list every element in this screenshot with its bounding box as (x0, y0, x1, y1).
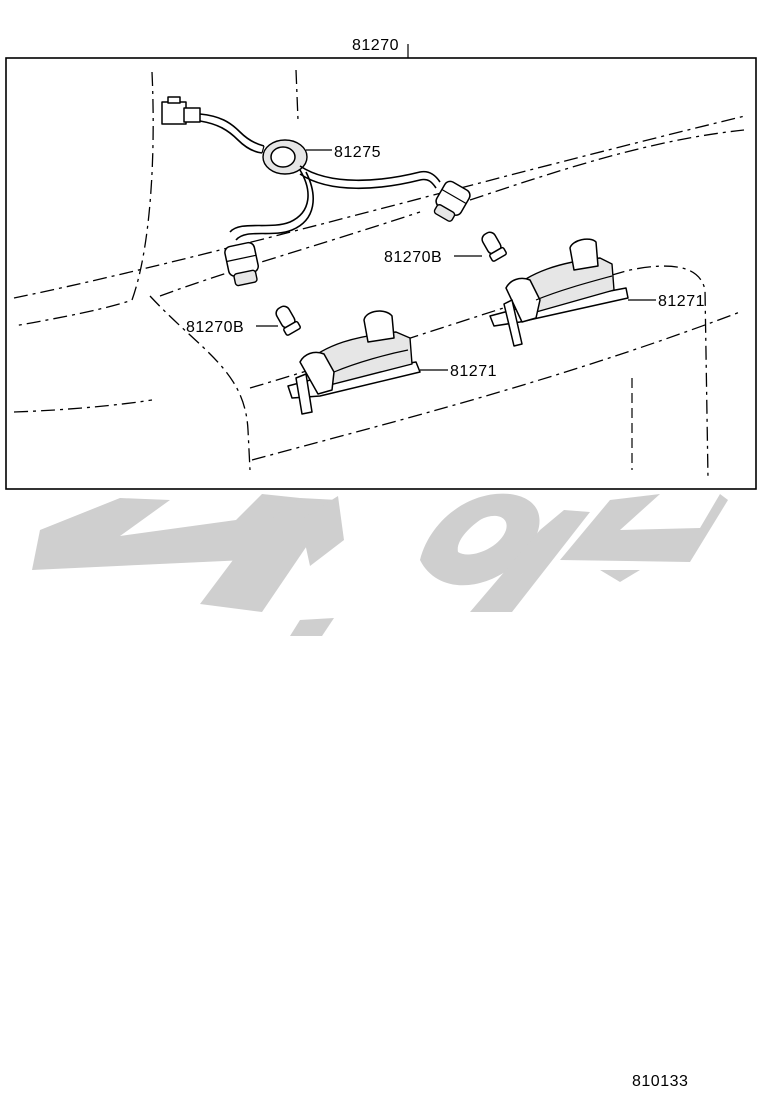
watermark-logo (32, 493, 728, 636)
label-lamp-left: 81271 (450, 363, 497, 380)
label-assembly: 81270 (352, 37, 399, 54)
label-bulb-lower: 81270B (186, 319, 244, 336)
bulb-upper (481, 231, 507, 262)
figure-code: 810133 (632, 1073, 688, 1090)
label-lamp-right: 81271 (658, 293, 705, 310)
harness-connector (161, 101, 187, 125)
label-bulb-upper: 81270B (384, 249, 442, 266)
wiring-harness (161, 96, 471, 287)
vehicle-body-outline (13, 69, 746, 479)
diagram-frame (5, 57, 757, 490)
lamp-left (287, 310, 421, 415)
lamp-right (489, 238, 629, 347)
bulb-lower (275, 305, 301, 336)
label-harness: 81275 (334, 144, 381, 161)
